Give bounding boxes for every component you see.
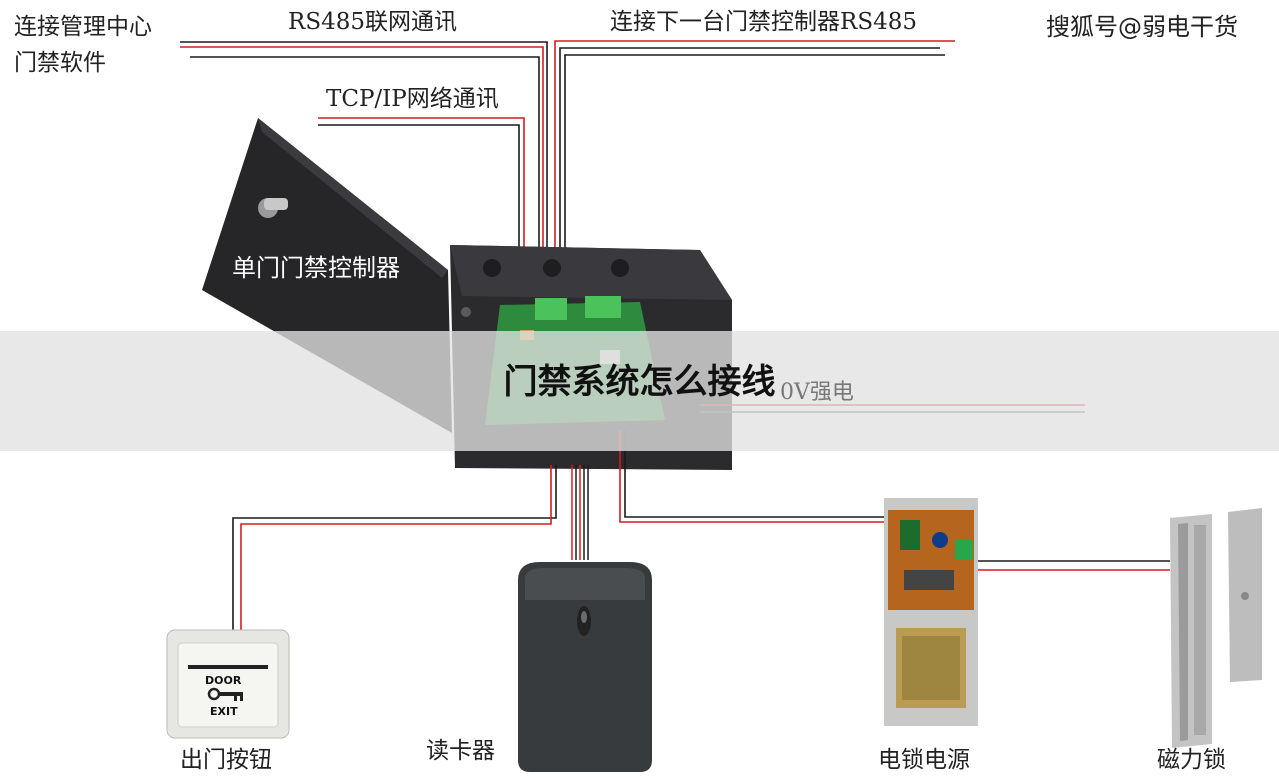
label-mag-lock: 磁力锁 bbox=[1157, 747, 1226, 773]
watermark: 搜狐号@弱电干货 bbox=[1046, 13, 1238, 41]
reader-cable bbox=[571, 465, 589, 560]
label-rs485-network: RS485联网通讯 bbox=[288, 9, 457, 35]
label-center-software-2: 门禁软件 bbox=[14, 50, 106, 76]
card-reader-device bbox=[518, 562, 652, 772]
label-center-software-1: 连接管理中心 bbox=[14, 14, 152, 40]
label-card-reader: 读卡器 bbox=[426, 738, 495, 764]
software-wires bbox=[180, 41, 548, 310]
label-controller: 单门门禁控制器 bbox=[232, 254, 400, 282]
label-ac-power: 0V强电 bbox=[780, 380, 854, 405]
label-next-controller: 连接下一台门禁控制器RS485 bbox=[610, 9, 917, 35]
lock-power-supply-device bbox=[884, 498, 978, 726]
exit-button-wires bbox=[232, 465, 557, 632]
overlay-title: 门禁系统怎么接线 bbox=[503, 362, 776, 402]
label-exit-button: 出门按钮 bbox=[180, 747, 272, 773]
exit-button-device bbox=[166, 629, 290, 739]
rs485-next-wires bbox=[554, 40, 955, 310]
button-face-exit: EXIT bbox=[210, 705, 238, 718]
button-face-door: DOOR bbox=[205, 674, 242, 687]
label-tcpip: TCP/IP网络通讯 bbox=[326, 86, 499, 112]
mag-lock-wires bbox=[975, 560, 1170, 571]
title-overlay-band bbox=[0, 331, 1279, 451]
lock-power-wires bbox=[619, 430, 890, 523]
mag-lock-device bbox=[1170, 508, 1262, 748]
label-lock-power: 电锁电源 bbox=[878, 747, 970, 773]
